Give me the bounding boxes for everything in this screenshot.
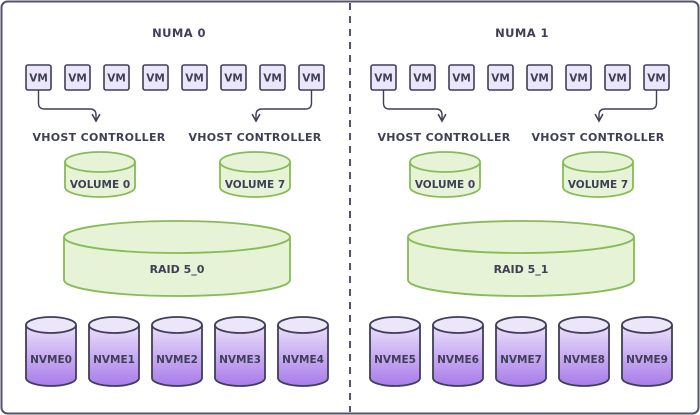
nvme-label: NVME9 [626, 354, 668, 366]
vm-label: VM [263, 73, 282, 85]
vm-row: VM VM VM VM VM VM VM VM [25, 64, 325, 91]
volume-cylinder: VOLUME 0 [64, 151, 136, 198]
vm-label: VM [29, 73, 48, 85]
volume-cylinder: VOLUME 7 [562, 151, 634, 198]
vhost-controller-label: VHOST CONTROLLER [188, 131, 321, 144]
vm-label: VM [302, 73, 321, 85]
vhost-controller-label: VHOST CONTROLLER [32, 131, 165, 144]
vm-box[interactable]: VM [103, 64, 130, 91]
nvme-drive: NVME3 [214, 316, 266, 387]
raid-label: RAID 5_0 [150, 263, 205, 276]
volume-cylinder: VOLUME 7 [219, 151, 291, 198]
vm-box[interactable]: VM [298, 64, 325, 91]
vm-label: VM [569, 73, 588, 85]
vm-label: VM [452, 73, 471, 85]
vm-to-controller-arrow [594, 90, 658, 123]
vm-box[interactable]: VM [604, 64, 631, 91]
nvme-drive: NVME1 [88, 316, 140, 387]
nvme-label: NVME1 [93, 354, 135, 366]
vm-box[interactable]: VM [409, 64, 436, 91]
nvme-label: NVME5 [374, 354, 416, 366]
vm-label: VM [146, 73, 165, 85]
vm-label: VM [608, 73, 627, 85]
nvme-drive: NVME2 [151, 316, 203, 387]
vhost-controller-label: VHOST CONTROLLER [531, 131, 664, 144]
vm-box[interactable]: VM [448, 64, 475, 91]
volume-cylinder: VOLUME 0 [409, 151, 481, 198]
vm-to-controller-arrow [382, 90, 447, 123]
numa-title: NUMA 0 [152, 26, 206, 40]
vm-label: VM [413, 73, 432, 85]
nvme-label: NVME3 [219, 354, 261, 366]
raid-label: RAID 5_1 [494, 263, 549, 276]
vhost-controller-label: VHOST CONTROLLER [377, 131, 510, 144]
vm-box[interactable]: VM [142, 64, 169, 91]
vm-label: VM [530, 73, 549, 85]
vm-row: VM VM VM VM VM VM VM VM [370, 64, 670, 91]
nvme-drive: NVME9 [621, 316, 673, 387]
nvme-drive: NVME6 [432, 316, 484, 387]
vm-label: VM [185, 73, 204, 85]
vm-to-controller-arrow [251, 90, 313, 123]
vm-label: VM [68, 73, 87, 85]
vm-label: VM [107, 73, 126, 85]
nvme-drive: NVME7 [495, 316, 547, 387]
volume-label: VOLUME 0 [415, 179, 475, 191]
nvme-label: NVME4 [282, 354, 324, 366]
nvme-drive: NVME8 [558, 316, 610, 387]
vm-label: VM [224, 73, 243, 85]
nvme-label: NVME8 [563, 354, 605, 366]
nvme-drive: NVME5 [369, 316, 421, 387]
nvme-label: NVME0 [30, 354, 72, 366]
raid-cylinder: RAID 5_1 [407, 220, 635, 297]
vm-box[interactable]: VM [181, 64, 208, 91]
vm-label: VM [491, 73, 510, 85]
vm-label: VM [647, 73, 666, 85]
vm-box[interactable]: VM [643, 64, 670, 91]
volume-label: VOLUME 7 [568, 179, 628, 191]
vm-box[interactable]: VM [526, 64, 553, 91]
nvme-row: NVME5 NVME6 NVME7 NVME8 NVME9 [369, 316, 673, 387]
nvme-label: NVME2 [156, 354, 198, 366]
nvme-drive: NVME0 [25, 316, 77, 387]
numa-node-1: NUMA 1 VM VM VM VM VM VM VM VM VHOST CON… [369, 26, 673, 387]
vm-box[interactable]: VM [25, 64, 52, 91]
vm-label: VM [374, 73, 393, 85]
vm-to-controller-arrow [37, 90, 101, 123]
vm-box[interactable]: VM [259, 64, 286, 91]
numa-title: NUMA 1 [495, 26, 549, 40]
nvme-label: NVME6 [437, 354, 479, 366]
nvme-label: NVME7 [500, 354, 542, 366]
vm-box[interactable]: VM [487, 64, 514, 91]
vm-box[interactable]: VM [370, 64, 397, 91]
volume-label: VOLUME 7 [225, 179, 285, 191]
nvme-row: NVME0 NVME1 NVME2 NVME3 NVME4 [25, 316, 329, 387]
volume-label: VOLUME 0 [70, 179, 130, 191]
raid-cylinder: RAID 5_0 [63, 220, 291, 297]
vm-box[interactable]: VM [220, 64, 247, 91]
vm-box[interactable]: VM [64, 64, 91, 91]
vm-box[interactable]: VM [565, 64, 592, 91]
nvme-drive: NVME4 [277, 316, 329, 387]
numa-node-0: NUMA 0 VM VM VM VM VM VM VM VM VHOST CON… [25, 26, 329, 387]
